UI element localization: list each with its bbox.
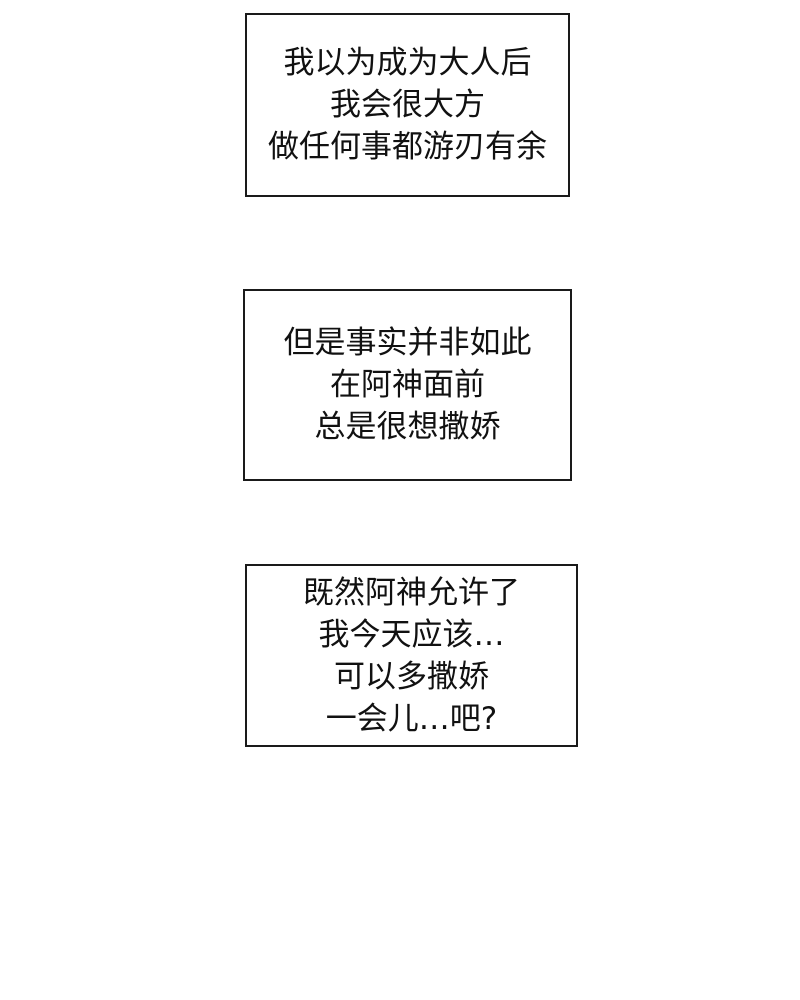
caption-line: 总是很想撒娇 bbox=[314, 409, 501, 445]
caption-box-1: 我以为成为大人后 我会很大方 做任何事都游刃有余 bbox=[245, 13, 570, 197]
caption-line: 既然阿神允许了 bbox=[303, 574, 520, 611]
caption-line: 一会儿…吧? bbox=[325, 700, 498, 737]
caption-line: 我今天应该… bbox=[318, 616, 505, 653]
caption-line: 我会很大方 bbox=[330, 87, 485, 123]
caption-line: 做任何事都游刃有余 bbox=[268, 129, 547, 165]
caption-line: 但是事实并非如此 bbox=[283, 325, 532, 361]
caption-line: 可以多撒娇 bbox=[334, 658, 489, 695]
caption-line: 在阿神面前 bbox=[330, 367, 485, 403]
caption-line: 我以为成为大人后 bbox=[283, 45, 532, 81]
caption-box-3: 既然阿神允许了 我今天应该… 可以多撒娇 一会儿…吧? bbox=[245, 564, 578, 747]
caption-box-2: 但是事实并非如此 在阿神面前 总是很想撒娇 bbox=[243, 289, 572, 481]
